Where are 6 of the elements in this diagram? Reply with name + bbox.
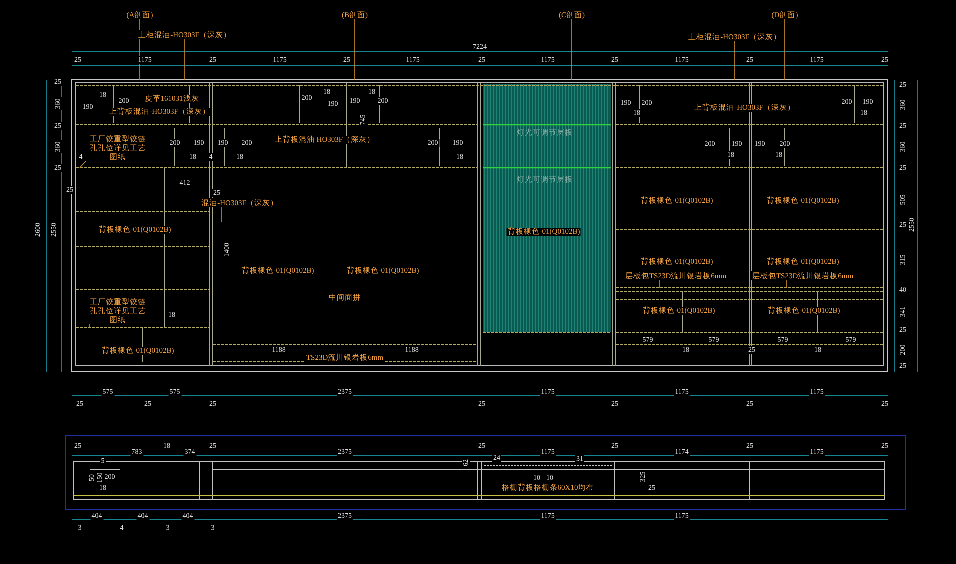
leader-line <box>184 39 186 80</box>
leader-line <box>354 19 356 80</box>
leader-line <box>786 280 788 288</box>
leader-line <box>734 41 736 80</box>
leader-line <box>80 161 86 168</box>
leader-line <box>784 19 786 80</box>
